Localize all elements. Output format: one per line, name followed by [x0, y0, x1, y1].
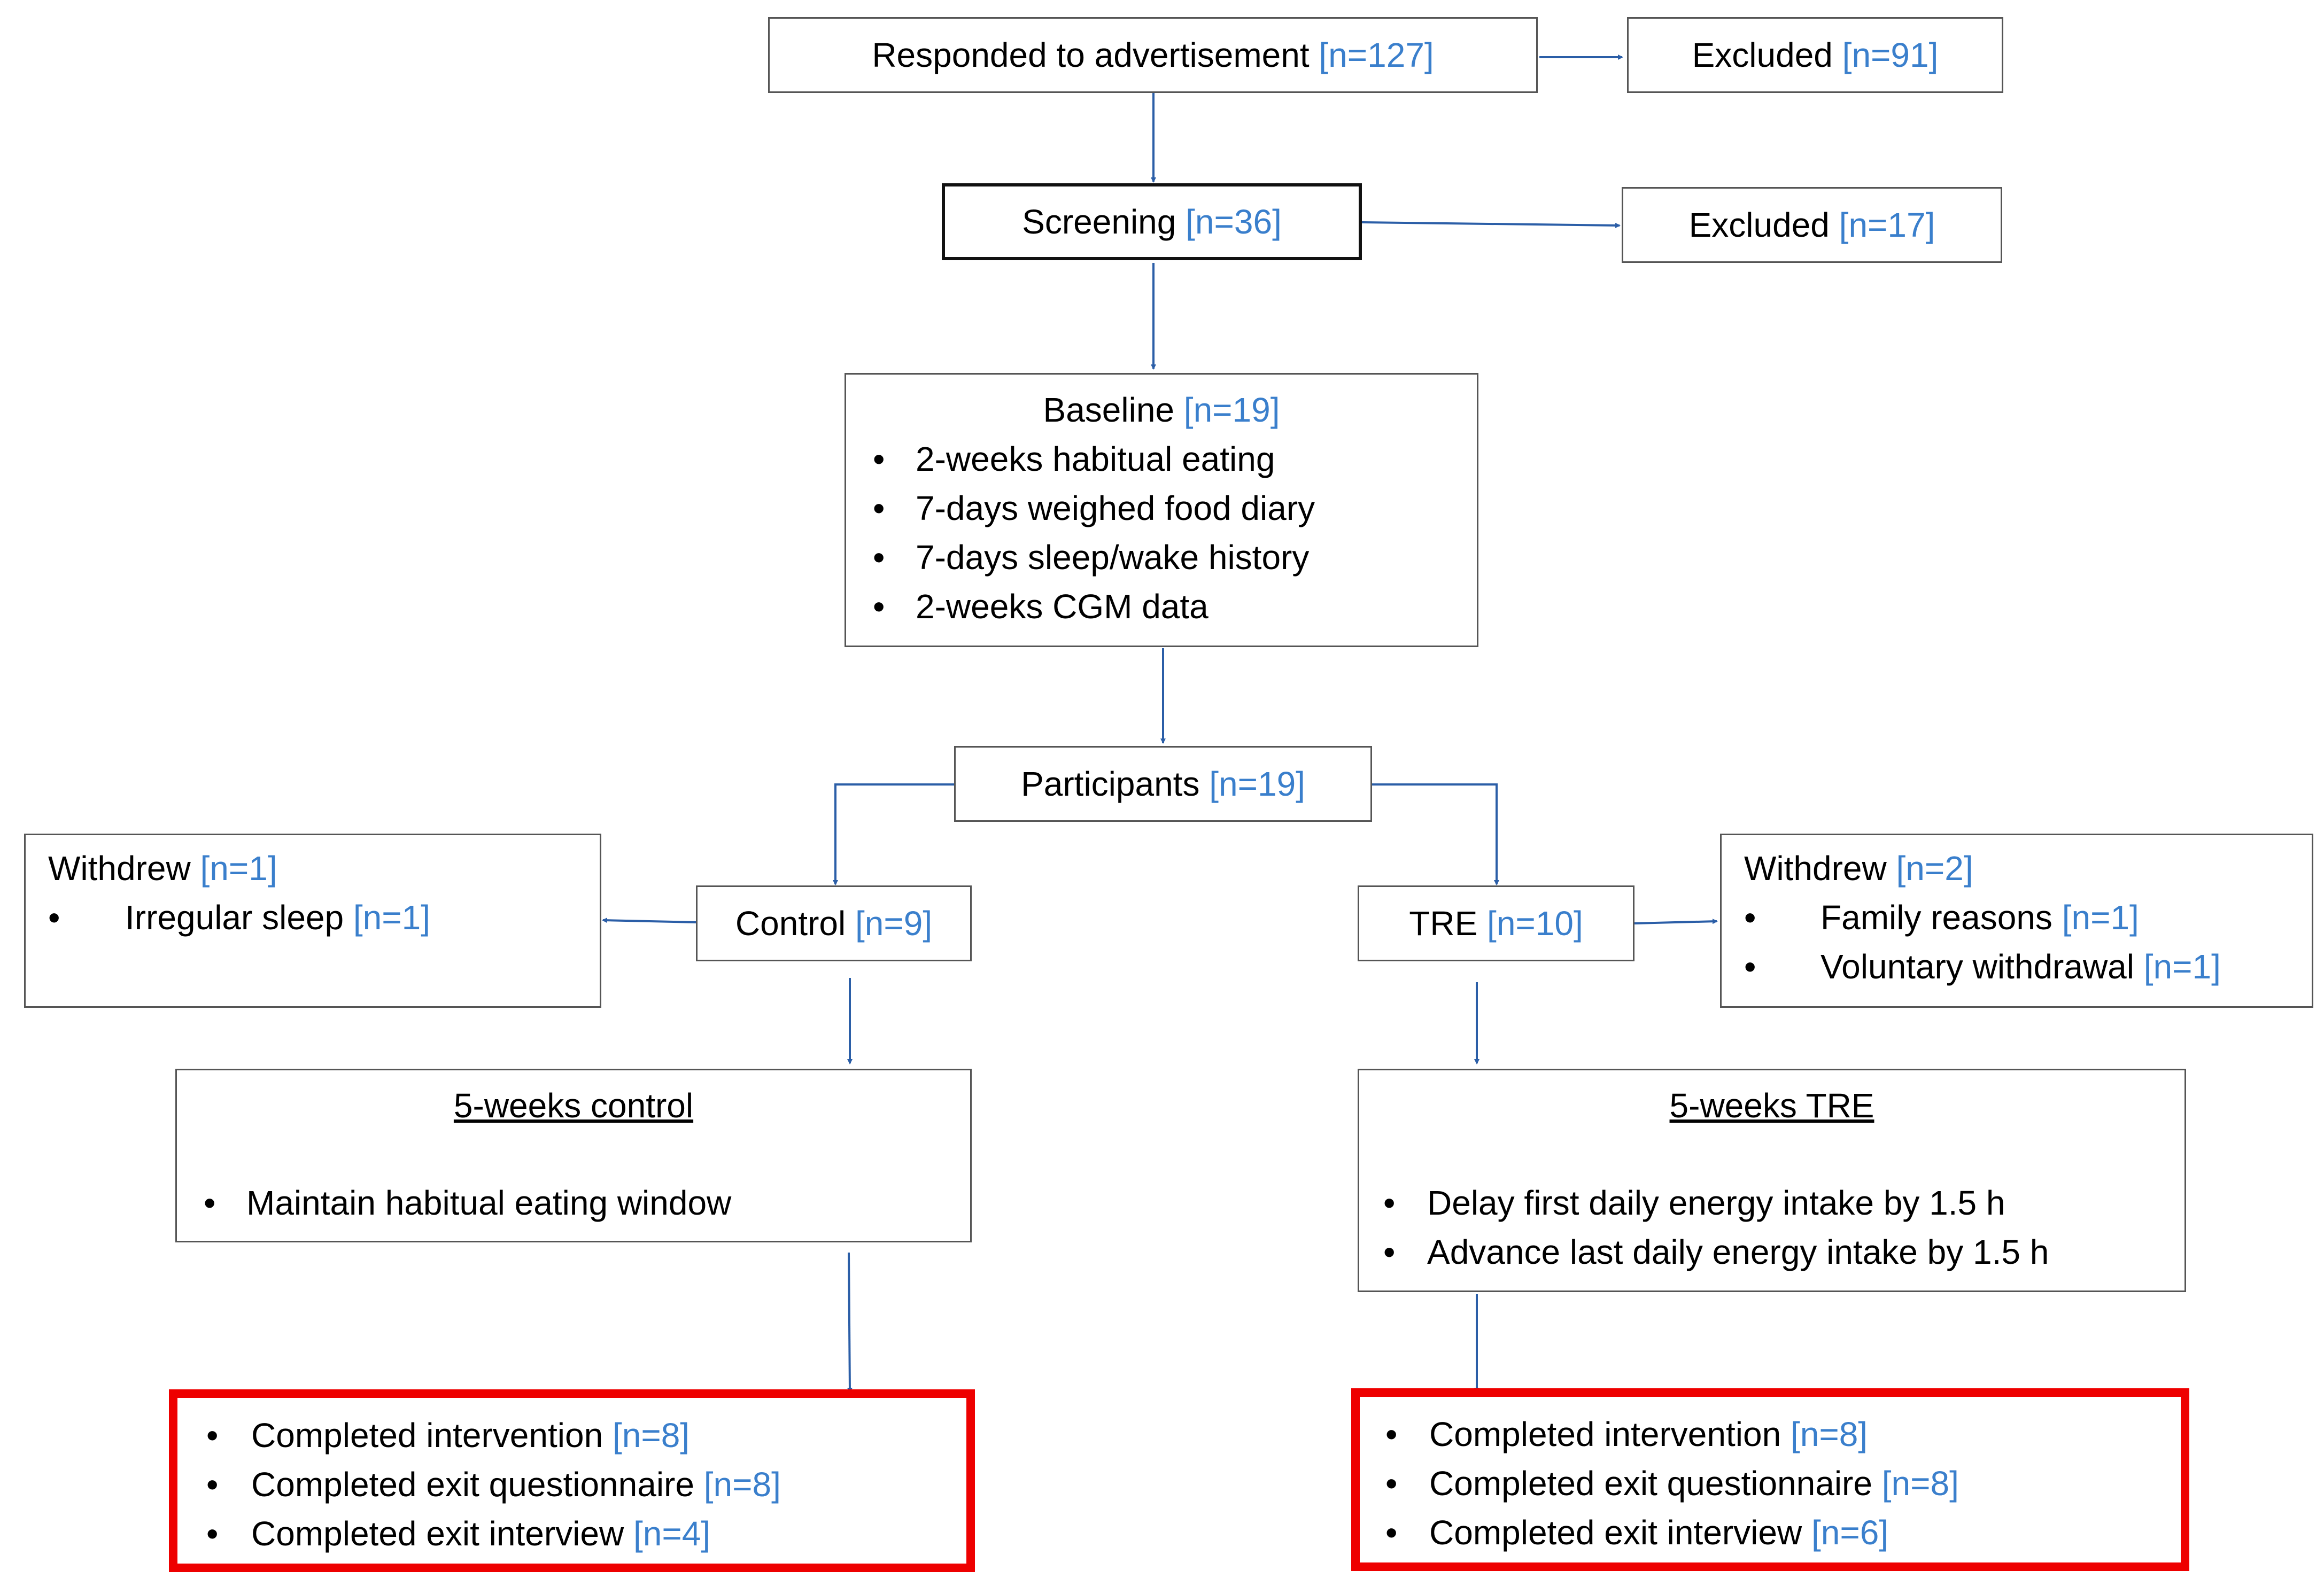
tre-outcome-item: Completed exit questionnaire [n=8] — [1429, 1464, 1959, 1503]
bullet-icon: • — [206, 1465, 219, 1504]
excluded-text-2: Excluded [n=17] — [1688, 206, 1935, 244]
bullet-icon: • — [873, 489, 885, 527]
bullet-icon: • — [873, 538, 885, 577]
arrow-control-to-withdrew — [602, 918, 696, 923]
tre-intervention-title: 5-weeks TRE — [1669, 1086, 1874, 1125]
excluded-text-1: Excluded [n=91] — [1692, 36, 1939, 74]
bullet-icon: • — [1383, 1233, 1396, 1271]
baseline-item: 2-weeks CGM data — [916, 587, 1209, 626]
baseline-title: Baseline [n=19] — [1043, 391, 1280, 429]
bullet-icon: • — [206, 1514, 219, 1553]
bullet-icon: • — [1383, 1184, 1396, 1222]
bullet-icon: • — [1385, 1464, 1398, 1503]
participants-box: Participants [n=19] — [954, 746, 1372, 822]
tre-intervention-box: 5-weeks TRE • Delay first daily energy i… — [1358, 1069, 2186, 1292]
tre-box: TRE [n=10] — [1358, 885, 1634, 961]
control-intervention-item: Maintain habitual eating window — [246, 1184, 732, 1222]
arrow-participants-to-tre — [1372, 783, 1499, 885]
bullet-icon: • — [1744, 898, 1756, 937]
control-outcome-item: Completed intervention [n=8] — [251, 1416, 690, 1455]
control-intervention-title: 5-weeks control — [453, 1086, 694, 1125]
bullet-icon: • — [1385, 1415, 1398, 1453]
withdrew-control-item: Irregular sleep [n=1] — [125, 898, 430, 937]
excluded-box-2: Excluded [n=17] — [1622, 187, 2002, 263]
control-outcome-item: Completed exit interview [n=4] — [251, 1514, 711, 1553]
arrow-screening-to-excluded — [1361, 221, 1621, 228]
responded-box: Responded to advertisement [n=127] — [768, 17, 1538, 93]
withdrew-control-box: Withdrew [n=1] • Irregular sleep [n=1] — [24, 834, 601, 1008]
control-box: Control [n=9] — [696, 885, 972, 961]
withdrew-tre-title: Withdrew [n=2] — [1744, 849, 1973, 888]
participants-text: Participants [n=19] — [1021, 765, 1305, 803]
bullet-icon: • — [206, 1416, 219, 1455]
arrow-participants-to-control — [833, 783, 954, 885]
control-outcome-box: • Completed intervention [n=8] • Complet… — [169, 1389, 975, 1572]
bullet-icon: • — [873, 587, 885, 626]
withdrew-tre-box: Withdrew [n=2] • Family reasons [n=1] • … — [1720, 834, 2313, 1008]
control-text: Control [n=9] — [735, 904, 933, 943]
bullet-icon: • — [873, 440, 885, 478]
withdrew-control-title: Withdrew [n=1] — [48, 849, 277, 888]
screening-box: Screening [n=36] — [942, 183, 1362, 260]
arrow-tre-to-withdrew — [1634, 919, 1718, 924]
bullet-icon: • — [1744, 947, 1756, 986]
tre-outcome-box: • Completed intervention [n=8] • Complet… — [1351, 1388, 2189, 1571]
arrow-control-intervention-to-outcome — [847, 1252, 853, 1393]
baseline-item: 7-days weighed food diary — [916, 489, 1315, 527]
screening-text: Screening [n=36] — [1022, 203, 1282, 241]
baseline-item: 7-days sleep/wake history — [916, 538, 1310, 577]
tre-intervention-item: Delay first daily energy intake by 1.5 h — [1427, 1184, 2005, 1222]
control-outcome-item: Completed exit questionnaire [n=8] — [251, 1465, 781, 1504]
withdrew-tre-item: Voluntary withdrawal [n=1] — [1821, 947, 2221, 986]
bullet-icon: • — [48, 898, 60, 937]
tre-outcome-item: Completed exit interview [n=6] — [1429, 1513, 1889, 1552]
responded-text: Responded to advertisement [n=127] — [872, 36, 1434, 74]
baseline-box: Baseline [n=19] • 2-weeks habitual eatin… — [845, 373, 1478, 647]
baseline-item: 2-weeks habitual eating — [916, 440, 1275, 478]
bullet-icon: • — [1385, 1513, 1398, 1552]
tre-text: TRE [n=10] — [1409, 904, 1583, 943]
withdrew-tre-item: Family reasons [n=1] — [1821, 898, 2139, 937]
control-intervention-box: 5-weeks control • Maintain habitual eati… — [175, 1069, 972, 1242]
tre-intervention-item: Advance last daily energy intake by 1.5 … — [1427, 1233, 2049, 1271]
excluded-box-1: Excluded [n=91] — [1627, 17, 2003, 93]
tre-outcome-item: Completed intervention [n=8] — [1429, 1415, 1868, 1453]
bullet-icon: • — [204, 1184, 216, 1222]
